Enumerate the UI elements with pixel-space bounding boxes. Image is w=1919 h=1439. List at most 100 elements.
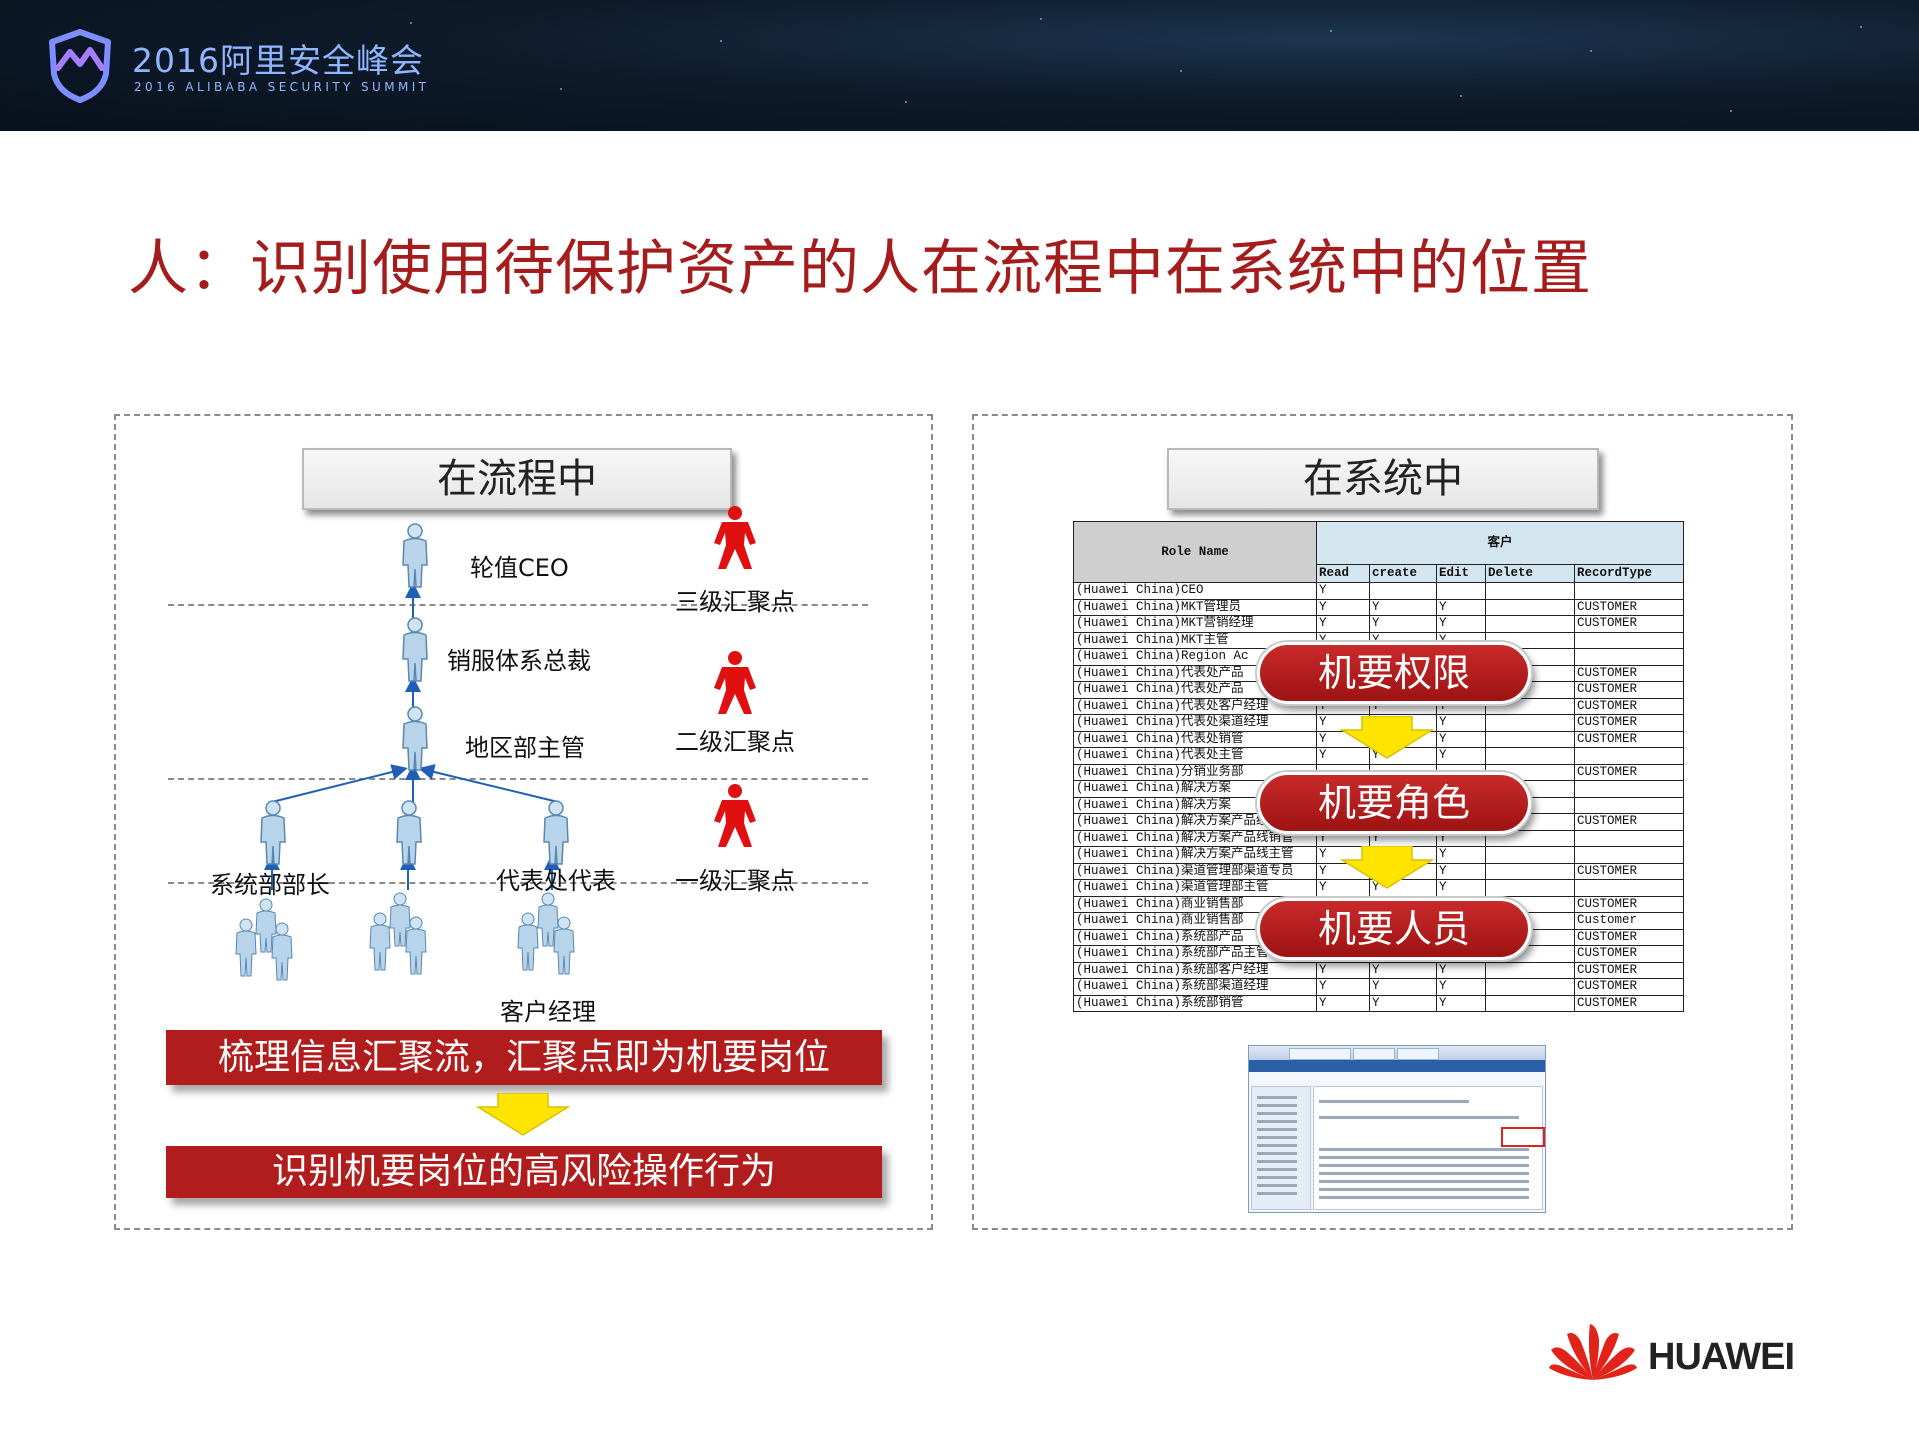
permission-cell: Y <box>1436 862 1486 880</box>
permission-cell <box>1485 615 1575 633</box>
role-name-cell: (Huawei China)Region Ac <box>1073 648 1317 666</box>
permission-cell: CUSTOMER <box>1574 813 1684 831</box>
role-name-cell: (Huawei China)渠道管理部主管 <box>1073 879 1317 897</box>
permission-cell <box>1574 846 1684 864</box>
customer-group-header: 客户 <box>1316 520 1684 566</box>
permission-cell <box>1574 648 1684 666</box>
permission-cell: CUSTOMER <box>1574 994 1684 1012</box>
permission-cell: Y <box>1316 961 1370 979</box>
role-name-cell: (Huawei China)系统部客户经理 <box>1073 961 1317 979</box>
column-header: Read <box>1316 564 1370 583</box>
permission-cell: Y <box>1436 846 1486 864</box>
permission-cell <box>1485 978 1575 996</box>
permission-cell: CUSTOMER <box>1574 978 1684 996</box>
permission-cell <box>1485 598 1575 616</box>
huawei-logo-icon <box>1549 1324 1637 1380</box>
role-name-cell: (Huawei China)解决方案产品线主管 <box>1073 846 1317 864</box>
aggregation-point-icon <box>714 506 756 569</box>
huawei-wordmark: HUAWEI <box>1648 1336 1795 1378</box>
permission-cell: Y <box>1436 615 1486 633</box>
permission-cell <box>1436 582 1486 600</box>
person-region-head-icon <box>402 706 428 771</box>
column-header: RecordType <box>1574 564 1684 583</box>
column-header: Edit <box>1436 564 1486 583</box>
permission-cell <box>1574 747 1684 765</box>
permission-cell <box>1574 631 1684 649</box>
hierarchy-connectors <box>264 582 560 890</box>
role-name-cell: (Huawei China)系统部产品 <box>1073 928 1317 946</box>
app-screenshot-thumbnail <box>1248 1045 1546 1213</box>
level-label-1: 一级汇聚点 <box>675 867 795 895</box>
role-name-cell: (Huawei China)解决方案 <box>1073 796 1317 814</box>
permission-cell <box>1485 961 1575 979</box>
role-name-header: Role Name <box>1073 521 1317 583</box>
permission-cell: Y <box>1436 598 1486 616</box>
summit-shield-logo-icon <box>49 29 111 103</box>
slide-title: 人：识别使用待保护资产的人在流程中在系统中的位置 <box>128 234 1592 304</box>
summit-title: 2016阿里安全峰会 <box>132 41 424 80</box>
yellow-down-arrow-icon <box>1340 846 1434 889</box>
role-name-cell: (Huawei China)分销业务部 <box>1073 763 1317 781</box>
role-name-cell: (Huawei China)代表处客户经理 <box>1073 697 1317 715</box>
people-group-icon <box>235 898 293 981</box>
permission-cell: CUSTOMER <box>1574 697 1684 715</box>
person-ceo-icon <box>402 523 428 588</box>
level-label-3: 三级汇聚点 <box>675 588 795 616</box>
permission-cell: Y <box>1316 582 1370 600</box>
permission-cell: CUSTOMER <box>1574 961 1684 979</box>
aggregation-point-icon <box>714 784 756 847</box>
column-header: create <box>1369 564 1437 583</box>
permission-cell: Y <box>1436 714 1486 732</box>
conclusion-bar-risk: 识别机要岗位的高风险操作行为 <box>166 1146 882 1198</box>
permission-cell <box>1485 730 1575 748</box>
role-name-cell: (Huawei China)解决方案 <box>1073 780 1317 798</box>
pill-key-staff: 机要人员 <box>1257 898 1531 960</box>
level-label-2: 二级汇聚点 <box>675 728 795 756</box>
role-name-cell: (Huawei China)MKT管理员 <box>1073 598 1317 616</box>
permission-cell: Y <box>1369 994 1437 1012</box>
permission-cell: Y <box>1436 730 1486 748</box>
permission-cell <box>1574 829 1684 847</box>
permission-cell: Y <box>1369 961 1437 979</box>
role-name-cell: (Huawei China)代表处销管 <box>1073 730 1317 748</box>
permission-cell <box>1485 747 1575 765</box>
level-separator <box>168 778 868 780</box>
person-president-icon <box>402 617 428 682</box>
table-row: (Huawei China)代表处销管YYYCUSTOMER <box>1073 730 1684 748</box>
permission-cell: Y <box>1436 747 1486 765</box>
role-name-cell: (Huawei China)系统部产品主管 <box>1073 945 1317 963</box>
permission-cell: CUSTOMER <box>1574 681 1684 699</box>
permission-cell: Y <box>1316 994 1370 1012</box>
pill-key-role: 机要角色 <box>1257 772 1531 834</box>
yellow-down-arrow-icon <box>476 1093 570 1136</box>
system-panel <box>972 414 1793 1230</box>
permission-cell: CUSTOMER <box>1574 598 1684 616</box>
permission-cell: Customer <box>1574 912 1684 930</box>
permission-cell <box>1485 714 1575 732</box>
role-name-cell: (Huawei China)渠道管理部渠道专员 <box>1073 862 1317 880</box>
permission-cell <box>1485 862 1575 880</box>
role-label-region-head: 地区部主管 <box>465 734 585 762</box>
role-label-ceo: 轮值CEO <box>470 554 569 582</box>
column-header: Delete <box>1485 564 1575 583</box>
person-dept-head-icon <box>260 800 286 865</box>
permission-cell: CUSTOMER <box>1574 615 1684 633</box>
conclusion-bar-flow: 梳理信息汇聚流，汇聚点即为机要岗位 <box>166 1030 882 1085</box>
permission-cell: Y <box>1369 598 1437 616</box>
system-panel-heading: 在系统中 <box>1167 448 1599 510</box>
permission-cell: Y <box>1316 598 1370 616</box>
table-row: (Huawei China)代表处渠道经理YYYCUSTOMER <box>1073 714 1684 732</box>
role-name-cell: (Huawei China)代表处渠道经理 <box>1073 714 1317 732</box>
role-name-cell: (Huawei China)代表处主管 <box>1073 747 1317 765</box>
permission-cell: Y <box>1369 615 1437 633</box>
role-name-cell: (Huawei China)系统部渠道经理 <box>1073 978 1317 996</box>
permission-cell: CUSTOMER <box>1574 862 1684 880</box>
role-label-dept-head: 系统部部长 <box>210 871 330 899</box>
permission-cell: Y <box>1316 978 1370 996</box>
permission-cell <box>1485 582 1575 600</box>
role-name-cell: (Huawei China)商业销售部 <box>1073 895 1317 913</box>
